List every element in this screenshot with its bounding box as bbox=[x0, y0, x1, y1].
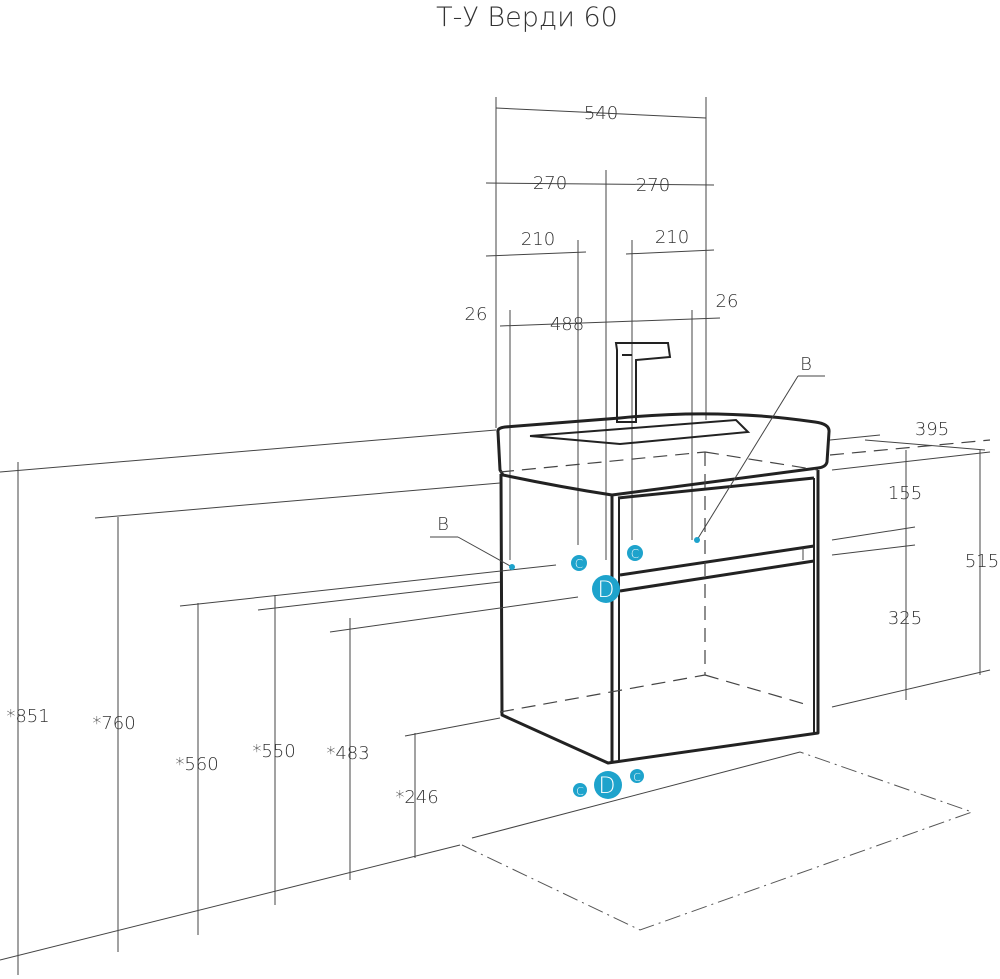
drawing-title: Т-У Верди 60 bbox=[436, 2, 618, 33]
marker-c: C bbox=[573, 783, 587, 798]
marker-c: C bbox=[571, 555, 587, 571]
svg-text:C: C bbox=[633, 771, 641, 784]
floor-edge bbox=[471, 751, 801, 839]
dim-550: *550 bbox=[252, 741, 295, 762]
svg-text:D: D bbox=[598, 578, 615, 603]
svg-text:C: C bbox=[576, 785, 584, 798]
dim-488: 488 bbox=[550, 314, 584, 335]
dim-26-left: 26 bbox=[465, 304, 488, 325]
dim-26-right: 26 bbox=[716, 291, 739, 312]
marker-c: C bbox=[630, 769, 644, 784]
dim-851: *851 bbox=[6, 706, 49, 727]
dim-540: 540 bbox=[584, 103, 618, 124]
dim-325: 325 bbox=[888, 608, 922, 629]
dimension-lines-left bbox=[0, 429, 579, 975]
dim-210-left: 210 bbox=[521, 229, 555, 250]
b-label-left: B bbox=[437, 514, 449, 535]
hidden-lines bbox=[499, 439, 991, 713]
faucet bbox=[614, 342, 672, 423]
dim-270-right: 270 bbox=[636, 175, 670, 196]
svg-text:C: C bbox=[631, 547, 639, 561]
cabinet bbox=[499, 470, 820, 765]
marker-b-right: B bbox=[694, 354, 825, 543]
dim-210-right: 210 bbox=[655, 227, 689, 248]
marker-b-left: B bbox=[430, 514, 515, 570]
dimension-lines-top bbox=[485, 107, 721, 327]
extension-lines bbox=[495, 97, 707, 560]
marker-d: D bbox=[594, 771, 622, 799]
marker-c: C bbox=[627, 545, 643, 561]
dim-515: 515 bbox=[965, 551, 999, 572]
dim-155: 155 bbox=[888, 483, 922, 504]
b-label-right: B bbox=[800, 354, 812, 375]
dim-270-left: 270 bbox=[533, 173, 567, 194]
dim-395: 395 bbox=[915, 419, 949, 440]
washbasin bbox=[496, 412, 831, 497]
floor-outline bbox=[461, 751, 974, 931]
svg-text:C: C bbox=[575, 557, 583, 571]
svg-text:D: D bbox=[599, 774, 616, 799]
dimension-lines-right bbox=[829, 434, 991, 708]
dim-483: *483 bbox=[326, 743, 369, 764]
dim-246: *246 bbox=[395, 787, 438, 808]
dim-560: *560 bbox=[175, 754, 218, 775]
dim-760: *760 bbox=[92, 713, 135, 734]
marker-d: D bbox=[592, 575, 620, 603]
